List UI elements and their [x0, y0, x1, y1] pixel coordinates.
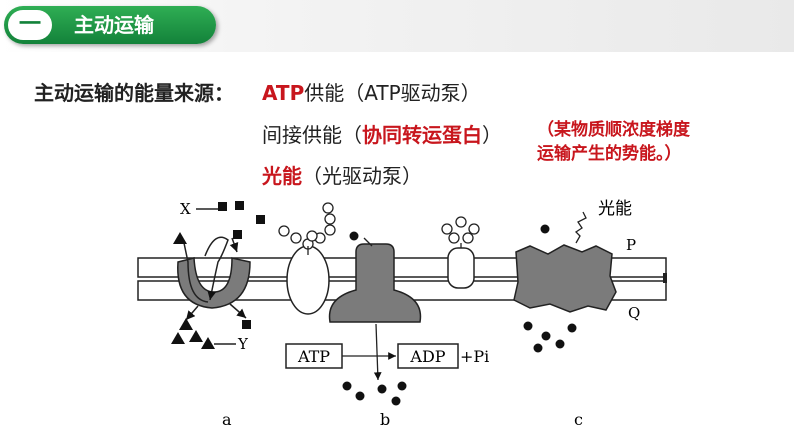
section-tab: 一 主动运输 — [4, 6, 216, 44]
pump-c — [513, 211, 617, 313]
light-rest: （光驱动泵） — [302, 164, 422, 188]
pump-a — [177, 236, 251, 321]
energy-source-light: 光能（光驱动泵） — [262, 162, 422, 190]
pump-b — [328, 231, 422, 381]
x-molecule — [218, 202, 227, 211]
title-bar: 一 主动运输 — [0, 0, 794, 52]
section-title: 主动运输 — [74, 13, 154, 37]
x-molecule — [235, 201, 244, 210]
label-light: 光能 — [598, 199, 632, 219]
note-line-1: （某物质顺浓度梯度 — [537, 120, 690, 140]
x-molecule — [256, 215, 265, 224]
note-line-2: 运输产生的势能。） — [537, 144, 682, 164]
indirect-suffix: ） — [482, 123, 502, 147]
cotransporter-highlight: 协同转运蛋白 — [362, 123, 482, 147]
label-p: P — [626, 236, 636, 254]
atp-label: ATP — [297, 347, 330, 366]
pi-label: +Pi — [460, 347, 489, 366]
atp-box — [285, 343, 343, 369]
panel-label-a: a — [222, 410, 232, 429]
x-molecule — [233, 230, 242, 239]
adp-box — [397, 343, 459, 369]
section-number: 一 — [8, 10, 52, 40]
y-molecule — [179, 318, 193, 330]
label-q: Q — [628, 304, 640, 322]
y-molecule — [201, 337, 215, 349]
y-molecule — [171, 332, 185, 344]
b-molecules — [342, 381, 407, 406]
energy-source-atp: ATP供能（ATP驱动泵） — [262, 79, 481, 107]
atp-rest: 供能（ATP驱动泵） — [304, 81, 481, 105]
x-molecule — [242, 320, 251, 329]
y-molecule — [173, 232, 187, 244]
panel-label-c: c — [574, 410, 583, 429]
potential-energy-note: （某物质顺浓度梯度 运输产生的势能。） — [537, 118, 757, 166]
y-molecule — [189, 330, 203, 342]
label-y: Y — [237, 335, 249, 353]
light-highlight: 光能 — [262, 164, 302, 188]
adp-label: ADP — [409, 347, 445, 366]
label-x: X — [180, 200, 191, 218]
indirect-prefix: 间接供能（ — [262, 123, 362, 147]
glycoprotein-2 — [441, 216, 480, 289]
energy-source-heading: 主动运输的能量来源： — [34, 81, 234, 105]
c-molecules — [523, 321, 577, 353]
glycoprotein-1 — [278, 202, 336, 315]
atp-highlight: ATP — [262, 81, 305, 105]
energy-source-indirect: 间接供能（协同转运蛋白） — [262, 121, 502, 149]
panel-label-b: b — [380, 410, 390, 429]
